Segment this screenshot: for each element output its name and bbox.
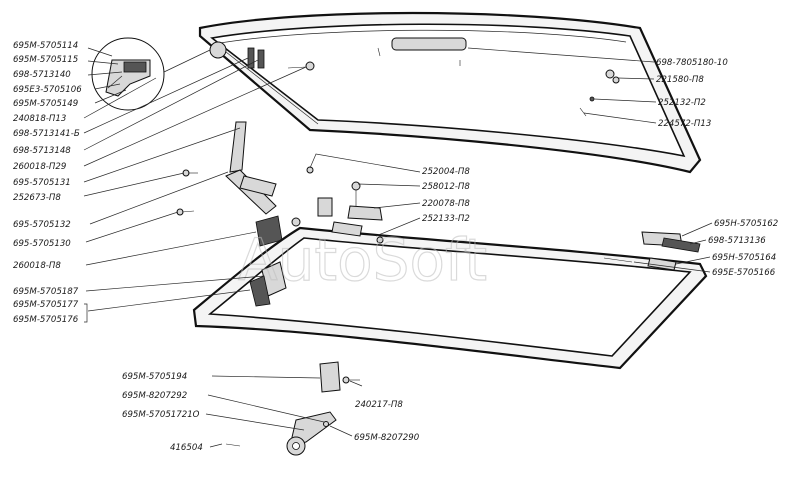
label-695m-8207292: 695M-8207292 [122, 391, 187, 401]
label-695-5705132: 695-5705132 [13, 220, 71, 230]
hinge-link [225, 169, 277, 215]
label-240818-p13: 240818-П13 [13, 114, 66, 124]
right-latch-plate [647, 257, 677, 271]
label-695m-5705114: 695M-5705114 [13, 41, 78, 51]
label-224572-p13: 224572-П13 [658, 119, 711, 129]
upper-lid-frame [198, 11, 702, 174]
label-695-5705130: 695-5705130 [13, 239, 71, 249]
label-695n-5705164: 695Н-5705164 [712, 253, 776, 263]
bolt-head [305, 61, 315, 71]
upper-lid-hardware [247, 47, 620, 117]
pin [225, 443, 241, 447]
label-695-5705131: 695-5705131 [13, 178, 71, 188]
label-695m-57051721o: 695M-57051721O [122, 410, 200, 420]
label-695m-5705176: 695M-5705176 [13, 315, 79, 325]
hinge-plate-upper [229, 121, 247, 173]
label-698-5713136: 698-5713136 [708, 236, 766, 246]
seal-section-detail [91, 37, 211, 111]
lid-handle-bracket [391, 37, 467, 51]
watermark-text: AutoSoft [238, 226, 487, 294]
label-252673-p8: 252673-П8 [13, 193, 61, 203]
label-416504: 416504 [170, 443, 203, 453]
label-240217-p8: 240217-П8 [355, 400, 403, 410]
label-220078-p8: 220078-П8 [422, 199, 470, 209]
label-695n-5705162: 695Н-5705162 [714, 219, 778, 229]
hinge-spring [239, 175, 277, 197]
latch-block [317, 197, 333, 217]
washer [605, 69, 615, 79]
label-260018-p29: 260018-П29 [13, 162, 66, 172]
small-screw-a [589, 96, 595, 102]
label-695m-5705149: 695M-5705149 [13, 99, 78, 109]
latch-striker [331, 221, 363, 237]
leader-lines [83, 47, 713, 448]
label-221580-p8: 221580-П8 [656, 75, 704, 85]
label-695e-5705166: 695Е-5705166 [712, 268, 776, 278]
label-695e3-5705106: 695E3-5705106 [13, 85, 82, 95]
label-695m-5705177: 695M-5705177 [13, 300, 79, 310]
label-258012-p8: 258012-П8 [422, 182, 470, 192]
hinge-nut [291, 217, 301, 227]
lower-lid-frame [192, 226, 708, 370]
label-695m-5705194: 695M-5705194 [122, 372, 187, 382]
label-695m-8207290: 695M-8207290 [354, 433, 420, 443]
label-260018-p8: 260018-П8 [13, 261, 61, 271]
latch-bolt [351, 181, 361, 191]
label-698-7805180-10: 698-7805180-10 [656, 58, 728, 68]
part-labels: 695M-5705114 695M-5705115 698-5713140 69… [13, 41, 778, 453]
small-screw-b [579, 107, 587, 117]
hinge-bracket-b [257, 49, 265, 69]
hinge-assembly [176, 121, 301, 247]
lock-housing [319, 361, 341, 393]
label-252004-p8: 252004-П8 [422, 167, 470, 177]
label-698-5713148: 698-5713148 [13, 146, 71, 156]
label-698-5713140: 698-5713140 [13, 70, 71, 80]
lower-frame-hardware [306, 166, 701, 271]
label-252133-p2: 252133-П2 [422, 214, 470, 224]
label-698-5713141-b: 698-5713141-Б [13, 129, 80, 139]
nut [612, 76, 620, 84]
label-695m-5705115: 695M-5705115 [13, 55, 78, 65]
latch-plate [347, 205, 383, 221]
label-695m-5705187: 695M-5705187 [13, 287, 79, 297]
lid-corner-seal [209, 41, 227, 59]
lock-mechanism [225, 361, 360, 456]
label-252132-p2: 252132-П2 [658, 98, 706, 108]
